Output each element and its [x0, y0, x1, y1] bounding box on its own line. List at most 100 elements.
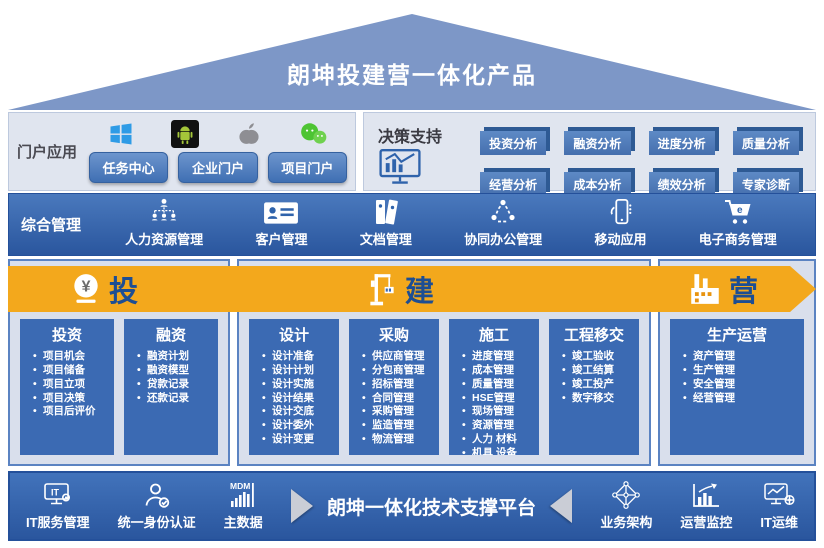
stage-label-operate: 营 — [688, 268, 758, 310]
bullet-item: 现场管理 — [461, 405, 535, 419]
bullet-item: 融资计划 — [136, 350, 214, 364]
svg-text:¥: ¥ — [82, 279, 91, 296]
bullet-item: 贷款记录 — [136, 378, 214, 392]
management-bar: 综合管理 人力资源管理 客户管理 文档管理 — [8, 193, 816, 256]
bullet-item: 竣工结算 — [561, 364, 635, 378]
platform-bar: IT IT服务管理 统一身份认证 MDM 主数据 朗坤一体化技术支撑平台 — [8, 471, 816, 541]
column-list: 供应商管理分包商管理招标管理合同管理采购管理监造管理物流管理 — [353, 350, 435, 447]
management-item-label: 文档管理 — [359, 231, 412, 247]
column-title: 施工 — [478, 327, 509, 344]
org-chart-icon — [149, 198, 179, 226]
platform-item-business-architecture: 业务架构 — [600, 481, 652, 531]
column-title: 投资 — [51, 327, 82, 344]
bullet-item: 质量管理 — [461, 378, 535, 392]
column-list: 资产管理生产管理安全管理经营管理 — [674, 350, 800, 405]
platform-right-items: 业务架构 运营监控 IT运维 — [600, 481, 798, 531]
platform-center: 朗坤一体化技术支撑平台 — [290, 489, 572, 523]
svg-text:IT: IT — [51, 488, 60, 498]
column-list: 设计准备设计计划设计实施设计结果设计交底设计委外设计变更 — [253, 350, 335, 447]
stage-label-text: 建 — [405, 276, 435, 308]
platform-item-label: 统一身份认证 — [117, 515, 196, 530]
bullet-item: 招标管理 — [361, 378, 435, 392]
bullet-item: 设计准备 — [261, 350, 335, 364]
column-title: 采购 — [378, 327, 409, 344]
bullet-item: 还款记录 — [136, 392, 214, 406]
bullet-item: 进度管理 — [461, 350, 535, 364]
mdm-bars-icon: MDM — [227, 481, 259, 509]
stage-panel-operate: 生产运营 资产管理生产管理安全管理经营管理 — [658, 259, 816, 466]
portal-buttons: 任务中心 企业门户 项目门户 — [89, 152, 347, 183]
invest-columns: 投资 项目机会项目储备项目立项项目决策项目后评价 融资 融资计划融资模型贷款记录… — [20, 319, 218, 455]
platform-title: 朗坤一体化技术支撑平台 — [326, 497, 536, 519]
bullet-item: 安全管理 — [682, 378, 800, 392]
svg-text:e: e — [737, 204, 743, 215]
windows-icon — [107, 120, 135, 148]
management-item-label: 移动应用 — [594, 231, 647, 247]
management-items: 人力资源管理 客户管理 文档管理 协同办公管理 — [99, 198, 803, 252]
bullet-item: 设计变更 — [261, 433, 335, 447]
decision-label: 决策支持 — [378, 129, 443, 146]
bullet-item: 设计实施 — [261, 378, 335, 392]
column-financing: 融资 融资计划融资模型贷款记录还款记录 — [124, 319, 218, 455]
management-item-customer: 客户管理 — [255, 200, 308, 252]
android-icon — [171, 120, 199, 148]
build-columns: 设计 设计准备设计计划设计实施设计结果设计交底设计委外设计变更 采购 供应商管理… — [249, 319, 639, 455]
top-row: 门户应用 任务中心 — [8, 112, 816, 196]
analysis-box: 进度分析 — [648, 131, 715, 155]
bullet-item: 竣工验收 — [561, 350, 635, 364]
platform-item-identity: 统一身份认证 — [118, 481, 196, 531]
platform-item-it-operations: IT运维 — [760, 481, 798, 531]
monitoring-chart-icon — [691, 481, 721, 509]
factory-icon — [688, 271, 722, 307]
management-item-ecommerce: e 电子商务管理 — [699, 198, 777, 252]
yuan-coin-icon: ¥ — [70, 272, 102, 306]
column-title: 生产运营 — [706, 327, 767, 344]
stage-label-build: 建 — [366, 268, 434, 310]
bullet-item: 人力 材料 — [461, 433, 535, 447]
platform-item-operations-monitoring: 运营监控 — [680, 481, 732, 531]
bullet-item: 设计计划 — [261, 364, 335, 378]
folders-icon — [371, 198, 401, 226]
bullet-item: 监造管理 — [361, 419, 435, 433]
chevron-left-icon — [550, 489, 572, 523]
analysis-box: 质量分析 — [732, 131, 799, 155]
column-design: 设计 设计准备设计计划设计实施设计结果设计交底设计委外设计变更 — [249, 319, 339, 455]
page-title: 朗坤投建营一体化产品 — [287, 62, 537, 88]
column-list: 项目机会项目储备项目立项项目决策项目后评价 — [24, 350, 110, 419]
it-monitor-icon: IT — [41, 481, 75, 509]
platform-item-master-data: MDM 主数据 — [224, 481, 263, 531]
management-item-label: 协同办公管理 — [464, 231, 543, 247]
column-list: 进度管理成本管理质量管理HSE管理现场管理资源管理人力 材料机具 设备 — [453, 350, 535, 455]
platform-left-items: IT IT服务管理 统一身份认证 MDM 主数据 — [26, 481, 263, 531]
platform-item-it-service: IT IT服务管理 — [26, 481, 90, 531]
stage-label-text: 营 — [729, 276, 759, 308]
bullet-item: 项目机会 — [32, 350, 110, 364]
project-portal-button: 项目门户 — [267, 152, 347, 183]
process-arrow — [8, 266, 816, 312]
it-ops-icon — [762, 481, 796, 509]
column-procurement: 采购 供应商管理分包商管理招标管理合同管理采购管理监造管理物流管理 — [349, 319, 439, 455]
bullet-item: 采购管理 — [361, 405, 435, 419]
platform-item-label: 主数据 — [223, 515, 263, 530]
bullet-item: 数字移交 — [561, 392, 635, 406]
platform-item-label: 业务架构 — [600, 515, 653, 530]
column-list: 融资计划融资模型贷款记录还款记录 — [128, 350, 214, 405]
bullet-item: 供应商管理 — [361, 350, 435, 364]
column-list: 竣工验收竣工结算竣工投产数字移交 — [553, 350, 635, 405]
crane-icon — [366, 271, 398, 307]
bullet-item: 项目立项 — [32, 378, 110, 392]
chevron-right-icon — [290, 489, 313, 523]
bullet-item: 物流管理 — [361, 433, 435, 447]
decision-panel: 决策支持 投资分析 融资分析 进度分析 质量分析 经营分析 成本分析 绩效分析 … — [363, 112, 816, 196]
management-item-hr: 人力资源管理 — [125, 198, 203, 252]
bullet-item: 经营管理 — [682, 392, 800, 406]
analysis-box: 融资分析 — [564, 131, 631, 155]
wechat-icon — [299, 121, 329, 147]
identity-check-icon — [142, 481, 172, 509]
column-title: 工程移交 — [563, 327, 624, 344]
stage-label-invest: ¥ 投 — [70, 268, 138, 310]
analysis-box: 专家诊断 — [732, 172, 799, 196]
bullet-item: 融资模型 — [136, 364, 214, 378]
bullet-item: 资产管理 — [682, 350, 800, 364]
